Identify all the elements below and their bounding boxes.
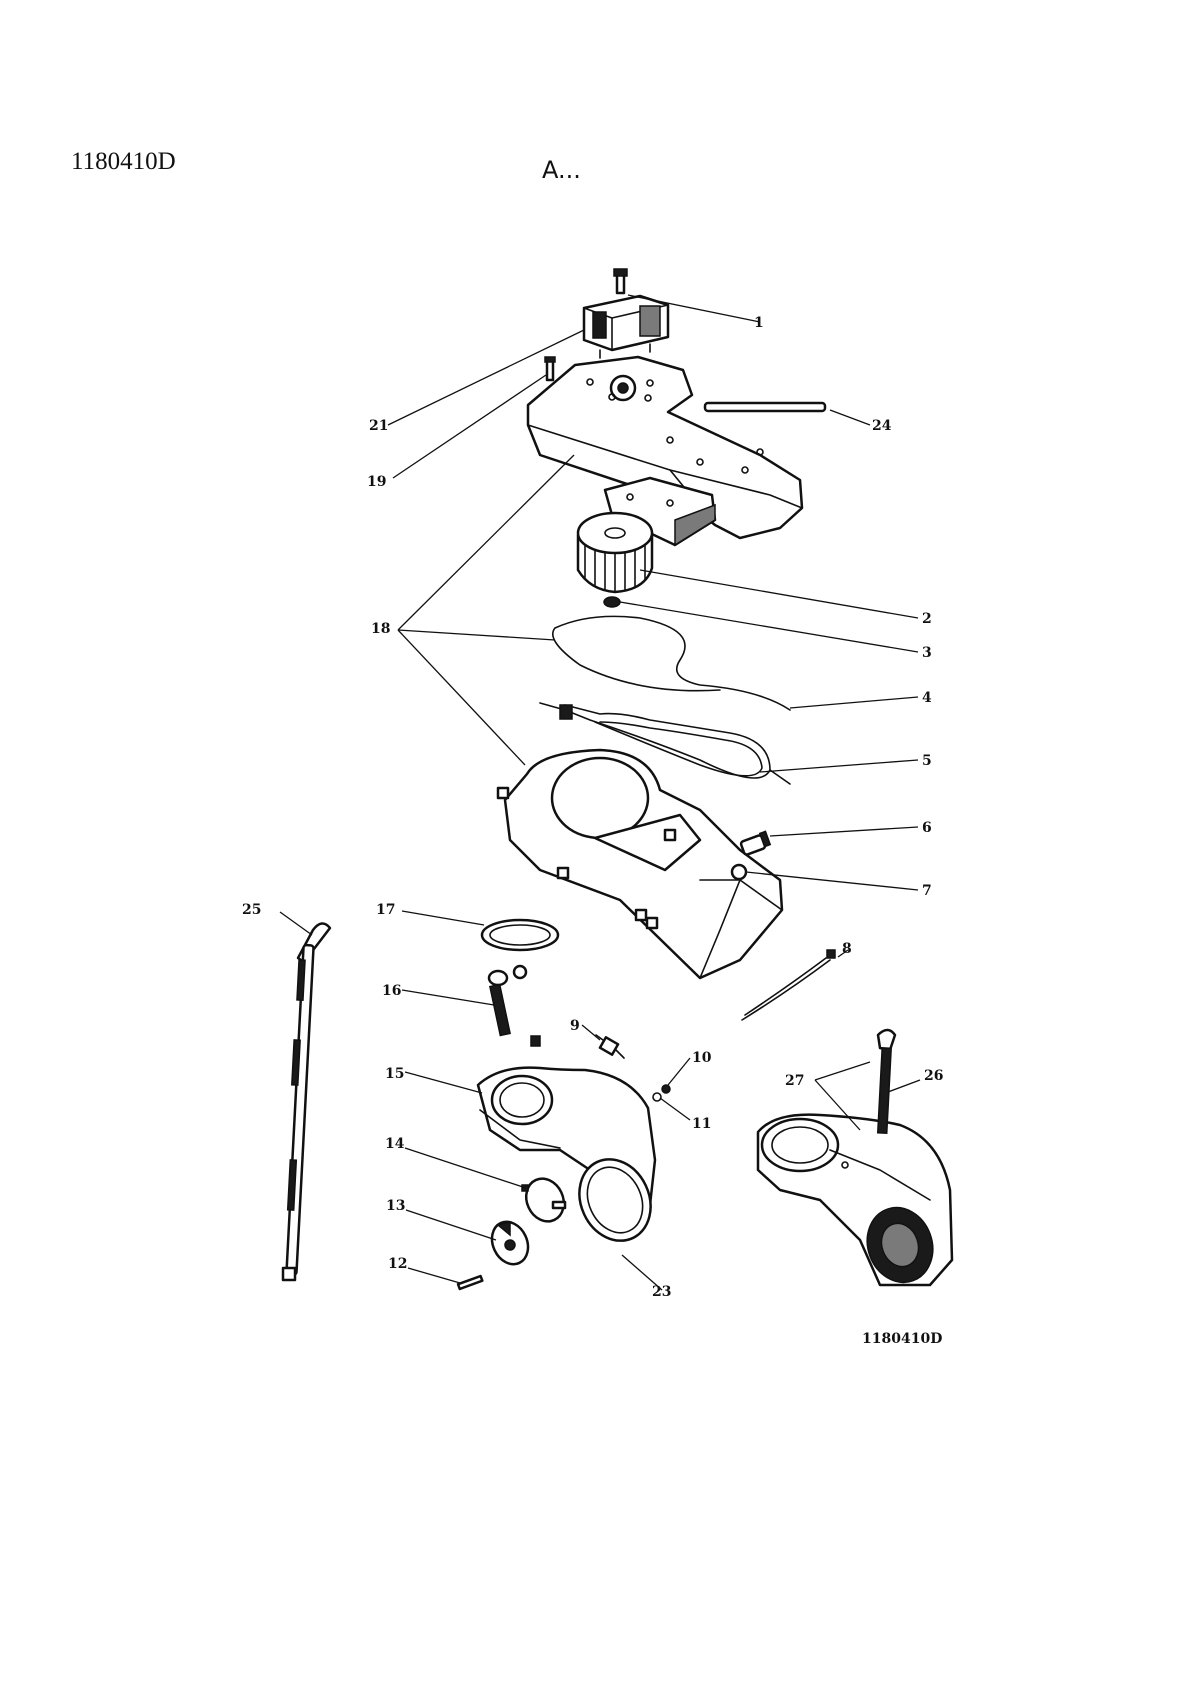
page-title: A... <box>542 156 581 184</box>
part-nut-3 <box>603 596 621 608</box>
part-clamp-ring-17 <box>480 918 560 952</box>
part-screw-19 <box>544 356 556 382</box>
part-oring-7 <box>730 863 748 881</box>
leader-lines <box>279 294 921 1291</box>
callout-16: 16 <box>382 983 401 999</box>
callout-10: 10 <box>692 1050 712 1066</box>
callout-2: 2 <box>922 611 932 627</box>
callout-11: 11 <box>692 1116 711 1132</box>
part-gasket-4 <box>552 615 791 711</box>
part-motor-21 <box>582 294 670 359</box>
callout-3: 3 <box>922 645 932 661</box>
part-wire-8 <box>741 949 836 1021</box>
callout-18: 18 <box>371 621 390 637</box>
part-lower-housing-18 <box>496 748 784 980</box>
callout-1: 1 <box>754 315 764 331</box>
part-sensor-16 <box>487 964 541 1047</box>
callout-8: 8 <box>842 941 852 957</box>
part-fan-14 <box>521 1177 567 1223</box>
callout-21: 21 <box>369 418 388 434</box>
footer-code: 1180410D <box>862 1331 942 1347</box>
callout-13: 13 <box>386 1198 405 1214</box>
callout-9: 9 <box>570 1018 580 1034</box>
callout-4: 4 <box>922 690 932 706</box>
part-fitting-6 <box>739 830 772 856</box>
callout-27: 27 <box>785 1073 804 1089</box>
page-code: 1180410D <box>71 148 176 175</box>
callout-24: 24 <box>872 418 892 434</box>
part-disc-13 <box>490 1220 530 1266</box>
part-rod-24 <box>703 401 827 413</box>
part-heating-element-5 <box>539 702 791 785</box>
callout-15: 15 <box>385 1066 404 1082</box>
callout-23: 23 <box>652 1284 671 1300</box>
part-washer-11 <box>652 1092 662 1102</box>
part-screw-1 <box>613 268 628 295</box>
part-top-cover <box>526 355 804 540</box>
part-rod-25 <box>281 922 332 1282</box>
part-pin-12 <box>456 1274 484 1291</box>
callout-14: 14 <box>385 1136 405 1152</box>
callout-19: 19 <box>367 474 386 490</box>
callout-7: 7 <box>922 883 932 899</box>
callout-5: 5 <box>922 753 932 769</box>
part-rod-26 <box>876 1028 897 1134</box>
part-small-10 <box>661 1084 671 1094</box>
part-connector-9 <box>595 1034 625 1059</box>
callout-17: 17 <box>376 902 395 918</box>
callout-25: 25 <box>242 902 261 918</box>
part-assembly-27 <box>756 1113 954 1287</box>
callout-26: 26 <box>924 1068 943 1084</box>
part-grille-23 <box>578 1158 652 1242</box>
callout-12: 12 <box>388 1256 407 1272</box>
part-fan-wheel-2 <box>576 511 654 594</box>
callout-6: 6 <box>922 820 932 836</box>
